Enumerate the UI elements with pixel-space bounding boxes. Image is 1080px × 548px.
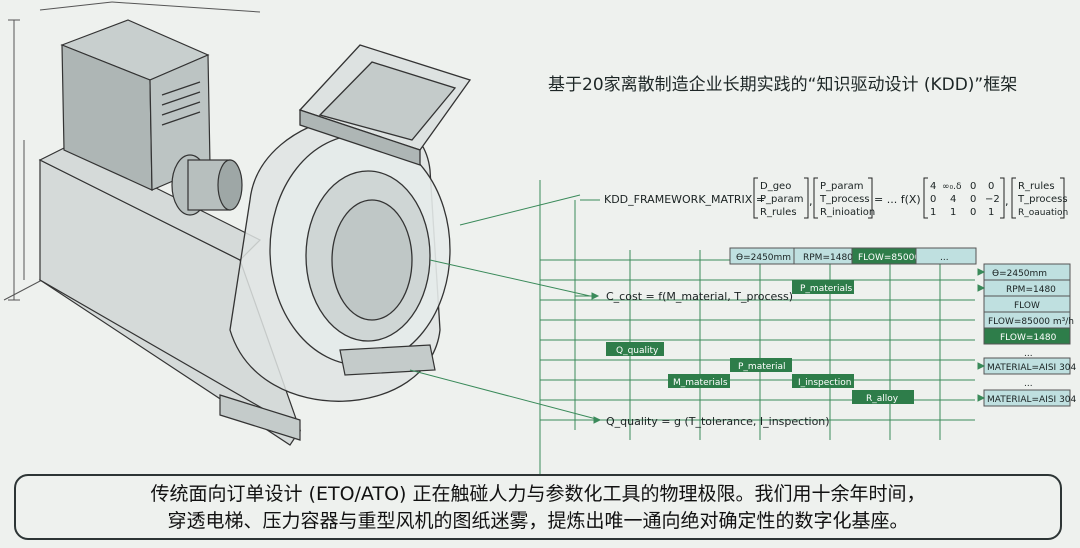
m-0-2: 0 [970, 181, 976, 192]
arrows [591, 268, 986, 424]
comma-2: , [1005, 195, 1009, 208]
top-row-3: ... [940, 253, 949, 263]
right-col-3: FLOW=85000 m³/h [988, 317, 1074, 327]
m-1-0: 0 [930, 194, 936, 205]
cell-m-materials: M_materials [673, 378, 728, 388]
m-1-3: −2 [985, 194, 1000, 205]
m-2-0: 1 [930, 207, 936, 218]
m-2-2: 0 [970, 207, 976, 218]
top-row-1: RPM=1480 [803, 253, 853, 263]
shaft-coupling [171, 154, 243, 216]
v2-1: T_process [819, 194, 870, 205]
right-col-5: ... [1024, 349, 1033, 359]
m-1-1: 4 [950, 194, 956, 205]
matrix-label: KDD_FRAMEWORK_MATRIX = [604, 193, 765, 206]
right-col-2: FLOW [1014, 301, 1040, 311]
page-title: 基于20家离散制造企业长期实践的“知识驱动设计 (KDD)”框架 [548, 75, 1018, 95]
comma-1: , [809, 195, 813, 208]
v3-0: R_rules [1018, 181, 1055, 192]
top-row-0: Ɵ=2450mm [736, 253, 791, 263]
cell-p-materials: P_materials [800, 284, 852, 294]
right-param-column: Ɵ=2450mm RPM=1480 FLOW FLOW=85000 m³/h F… [983, 263, 1077, 407]
top-row-2: FLOW=85000 [858, 253, 920, 263]
grid-cells: P_materials Q_quality P_material M_mater… [606, 280, 914, 404]
v2-0: P_param [820, 181, 864, 192]
caption-line-1: 传统面向订单设计 (ETO/ATO) 正在触碰人力与参数化工具的物理极限。我们用… [150, 483, 926, 505]
right-col-1: RPM=1480 [1006, 285, 1056, 295]
v1-2: R_rules [760, 207, 797, 218]
m-0-0: 4 [930, 181, 936, 192]
right-col-8: MATERIAL=AISI 304 [987, 395, 1077, 405]
motor-box [60, 19, 211, 191]
m-0-3: 0 [988, 181, 994, 192]
caption-line-2: 穿透电梯、压力容器与重型风机的图纸迷雾，提炼出唯一通向绝对确定性的数字化基座。 [167, 510, 909, 532]
eq-quality: Q_quality = g (T_tolerance, I_inspection… [606, 415, 830, 428]
support-legs [219, 344, 436, 441]
v3-1: T_process [1017, 194, 1068, 205]
connector-lines [409, 180, 975, 475]
top-param-row: Ɵ=2450mm RPM=1480 FLOW=85000 ... [729, 247, 977, 265]
m-2-1: 1 [950, 207, 956, 218]
cell-p-material: P_material [738, 362, 786, 372]
fan-housing [229, 44, 472, 402]
right-col-6: MATERIAL=AISI 304 [987, 363, 1077, 373]
eq-cost: C_cost = f(M_material, T_process) [606, 290, 793, 303]
cell-r-alloy: R_alloy [866, 394, 899, 404]
cell-i-inspection: I_inspection [798, 378, 852, 388]
m-2-3: 1 [988, 207, 994, 218]
caption-box: 传统面向订单设计 (ETO/ATO) 正在触碰人力与参数化工具的物理极限。我们用… [14, 474, 1062, 540]
right-col-0: Ɵ=2450mm [992, 269, 1047, 279]
m-0-1: ∞₀.δ [942, 182, 962, 192]
v2-2: R_inioation [820, 207, 875, 218]
matrix-mid: = ... f(X) [874, 193, 921, 206]
right-col-7: ... [1024, 379, 1033, 389]
v1-0: D_geo [760, 181, 791, 192]
right-col-4: FLOW=1480 [1000, 333, 1057, 343]
m-1-2: 0 [970, 194, 976, 205]
kdd-matrix: KDD_FRAMEWORK_MATRIX = D_geo P_param R_r… [604, 177, 1068, 219]
cell-q-quality: Q_quality [616, 346, 659, 356]
v3-2: R_oauation [1018, 208, 1068, 218]
v1-1: P_param [760, 194, 804, 205]
